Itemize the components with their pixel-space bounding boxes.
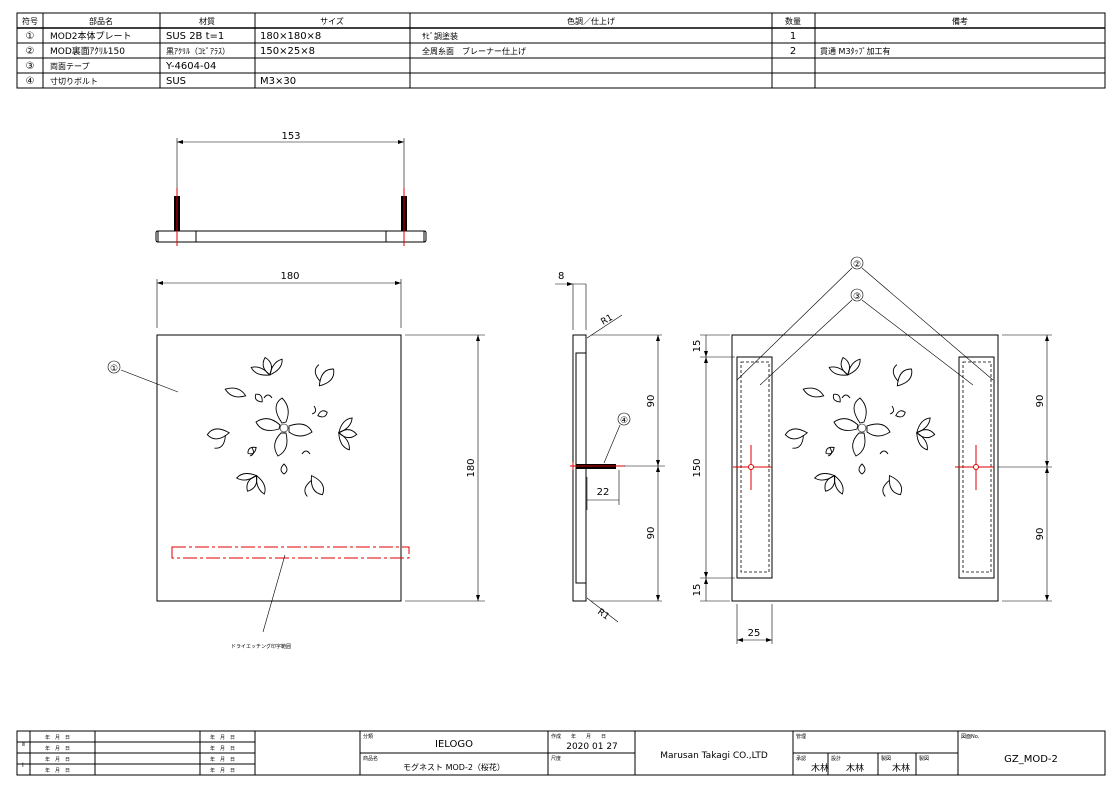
callout-part1: ① xyxy=(110,364,118,374)
approve-label: 管理 xyxy=(796,733,806,740)
row2-size: 150×25×8 xyxy=(260,46,315,57)
rev-date-7: 年 月 日 xyxy=(210,756,235,763)
rev-date-6: 年 月 日 xyxy=(210,745,235,752)
dim-front-width: 180 xyxy=(280,271,299,282)
parts-table: 符号 部品名 材質 サイズ 色調／仕上げ 数量 備考 ① MOD2本体プレート … xyxy=(16,12,1106,89)
dim-rear-mid: 150 xyxy=(692,458,703,477)
header-finish: 色調／仕上げ xyxy=(567,16,615,26)
dim-top-width: 153 xyxy=(281,131,300,142)
rear-view: ② ③ 15 150 15 90 90 25 xyxy=(692,256,1052,644)
rev-label-1: Ⅰ xyxy=(22,762,24,769)
check-label: 承認 xyxy=(796,755,806,762)
created-label: 作成 年 月 日 xyxy=(551,733,606,740)
created-date: 2020 01 27 xyxy=(566,742,618,752)
row2-quantity: 2 xyxy=(790,46,796,57)
dim-side-thickness: 8 xyxy=(558,271,564,282)
product-label: 商品名 xyxy=(363,755,378,762)
drawn-label: 製図 xyxy=(919,755,929,762)
title-block: Ⅱ Ⅰ 年 月 日 年 月 日 年 月 日 年 月 日 年 月 日 年 月 日 … xyxy=(16,730,1106,776)
row2-material: 黒ｱｸﾘﾙ（ｺﾋﾟｱﾗｽ） xyxy=(166,47,230,56)
dim-side-radius-bottom: R1 xyxy=(595,607,611,622)
row2-part-name: MOD裏面ｱｸﾘﾙ150 xyxy=(50,45,125,57)
dim-rear-lower: 90 xyxy=(1035,528,1046,541)
scale-label: 尺度 xyxy=(551,755,561,762)
row1-quantity: 1 xyxy=(790,31,796,42)
dim-rear-upper: 90 xyxy=(1035,395,1046,408)
header-symbol: 符号 xyxy=(22,16,38,26)
rev-date-5: 年 月 日 xyxy=(210,734,235,741)
check-name: 木林 xyxy=(811,762,829,774)
row4-material: SUS xyxy=(166,76,186,87)
rev-date-8: 年 月 日 xyxy=(210,767,235,774)
row2-finish: 全周糸面 ブレーナー仕上げ xyxy=(422,46,526,56)
top-view: 153 xyxy=(155,131,427,246)
rev-label-2: Ⅱ xyxy=(22,741,25,748)
dim-rear-bottom: 15 xyxy=(692,584,703,597)
dim-side-upper: 90 xyxy=(646,395,657,408)
drawing-no: GZ_MOD-2 xyxy=(1004,754,1058,765)
header-material: 材質 xyxy=(199,16,215,26)
callout-etching: ドライエッチング印字範囲 xyxy=(231,643,291,650)
row2-symbol: ② xyxy=(26,46,35,57)
design-name: 木林 xyxy=(846,762,864,774)
header-size: サイズ xyxy=(320,16,344,26)
row1-finish: ｻﾋﾞ調塗装 xyxy=(422,31,458,41)
rev-date-1: 年 月 日 xyxy=(45,734,70,741)
front-view: 180 180 ① ドライエッチング印字範囲 xyxy=(107,271,485,650)
row4-size: M3×30 xyxy=(260,76,296,87)
rev-date-3: 年 月 日 xyxy=(45,756,70,763)
row4-symbol: ④ xyxy=(26,76,35,87)
design-label: 設計 xyxy=(831,755,841,762)
dim-side-radius-top: R1 xyxy=(600,313,615,328)
dim-rear-bar-width: 25 xyxy=(748,628,761,639)
row1-material: SUS 2B t=1 xyxy=(166,31,224,42)
header-quantity: 数量 xyxy=(785,16,801,26)
row2-remarks: 貫通 M3ﾀｯﾌﾟ加工有 xyxy=(820,46,891,56)
category-label: 分類 xyxy=(363,733,373,740)
dim-rear-top: 15 xyxy=(692,340,703,353)
company-name: Marusan Takagi CO.,LTD xyxy=(660,751,768,761)
category-value: IELOGO xyxy=(435,739,473,750)
header-part-name: 部品名 xyxy=(89,16,113,26)
header-remarks: 備考 xyxy=(952,16,968,26)
dim-front-height: 180 xyxy=(466,458,477,477)
row1-size: 180×180×8 xyxy=(260,31,321,42)
product-value: モグネスト MOD-2（桜花） xyxy=(403,762,505,772)
dim-side-lower: 90 xyxy=(646,527,657,540)
drawing-no-label: 図面No. xyxy=(961,734,980,740)
row1-symbol: ① xyxy=(26,31,35,42)
side-view: 8 R1 R1 ④ 90 90 22 xyxy=(555,271,665,622)
row3-material: Y-4604-04 xyxy=(165,61,216,72)
callout-part3: ③ xyxy=(853,292,861,302)
row3-part-name: 両面テープ xyxy=(50,62,90,71)
dim-bolt-length: 22 xyxy=(597,487,610,498)
draft-label: 製図 xyxy=(881,755,891,762)
row4-part-name: 寸切りボルト xyxy=(50,76,98,86)
draft-name: 木林 xyxy=(892,762,910,774)
row3-symbol: ③ xyxy=(26,61,35,72)
rev-date-4: 年 月 日 xyxy=(45,767,70,774)
rev-date-2: 年 月 日 xyxy=(45,745,70,752)
callout-part2: ② xyxy=(853,260,861,270)
row1-part-name: MOD2本体プレート xyxy=(50,30,132,42)
callout-part4: ④ xyxy=(620,416,628,426)
